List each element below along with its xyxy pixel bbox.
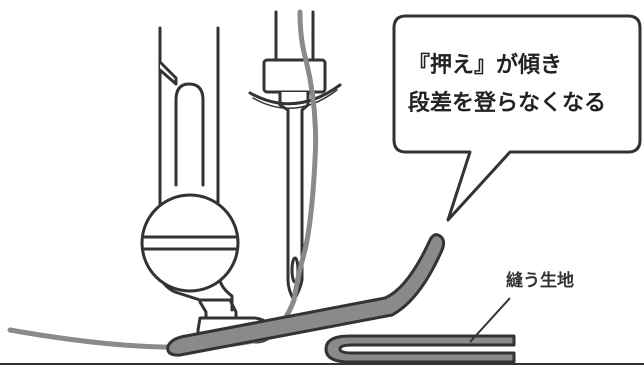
fabric [324, 334, 516, 364]
thread-guide [248, 83, 342, 106]
presser-foot-sole [166, 233, 446, 357]
screw-knob [140, 193, 240, 293]
thread-guide-inner [252, 89, 338, 109]
callout-bubble: 『押え』が傾き 段差を登らなくなる [392, 14, 642, 222]
fabric-label: 縫う生地 [506, 270, 574, 291]
callout-line-1: 『押え』が傾き [408, 52, 562, 78]
fabric-label-leader [469, 297, 511, 343]
callout-line-2: 段差を登らなくなる [408, 90, 606, 116]
